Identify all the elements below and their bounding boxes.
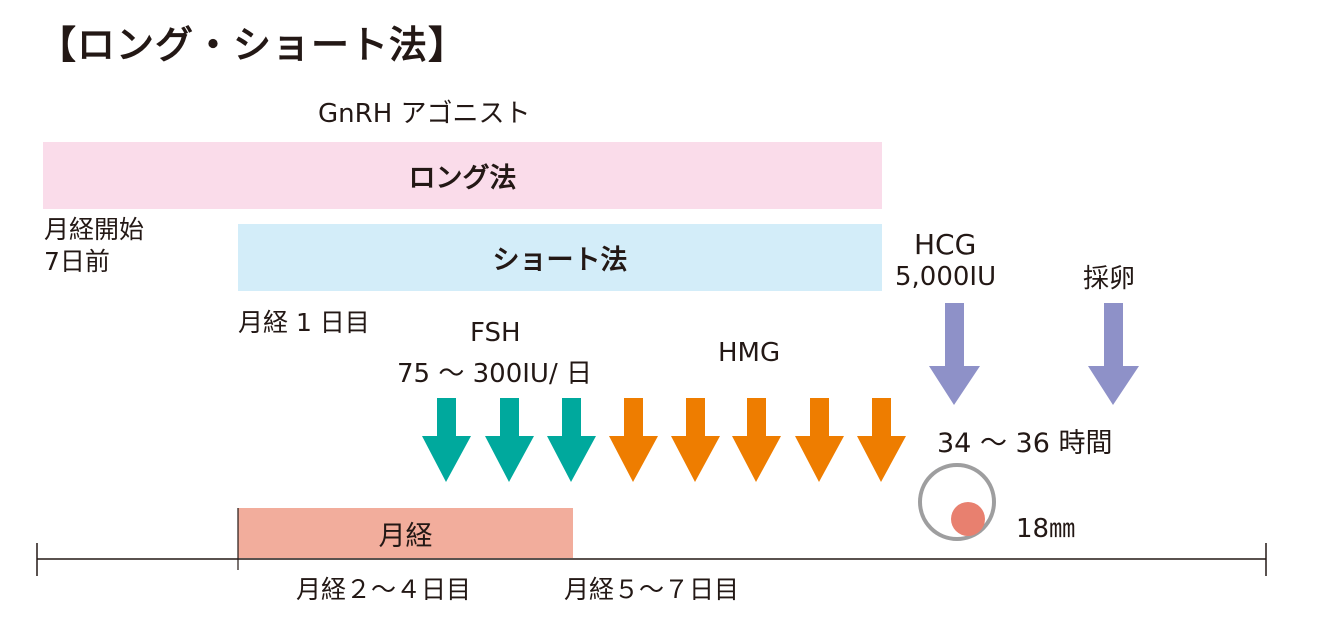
- hmg-arrow-2: [671, 398, 720, 482]
- hmg-arrow-4: [795, 398, 844, 482]
- hmg-arrow-5: [857, 398, 906, 482]
- hours-label: 34 ～ 36 時間: [937, 428, 1113, 459]
- long-method-bar: ロング法: [43, 142, 882, 209]
- mens-start-label: 月経開始 7日前: [44, 215, 145, 276]
- short-method-label: ショート法: [492, 245, 628, 276]
- long-method-label: ロング法: [408, 163, 517, 194]
- hcg-arrow: [929, 303, 980, 405]
- agonist-label: GnRH アゴニスト: [318, 99, 531, 129]
- hcg-name-label: HCG: [914, 228, 977, 261]
- hmg-label: HMG: [718, 338, 781, 368]
- fsh-dose-label: 75 ～ 300IU/ 日: [397, 359, 592, 389]
- fsh-arrow-2: [485, 398, 534, 482]
- page-title: 【ロング・ショート法】: [38, 23, 468, 67]
- hcg-dose-label: 5,000IU: [895, 262, 997, 292]
- fsh-name-label: FSH: [470, 318, 521, 348]
- hmg-arrow-1: [609, 398, 658, 482]
- mens-day1-label: 月経 1 日目: [238, 308, 370, 337]
- follicle-size-label: 18㎜: [1016, 514, 1076, 544]
- fsh-arrow-1: [422, 398, 471, 482]
- egg-retrieval-label: 採卵: [1083, 264, 1136, 294]
- fsh-arrow-3: [547, 398, 596, 482]
- follicle-dot: [951, 502, 985, 536]
- short-method-bar: ショート法: [238, 224, 882, 291]
- egg-retrieval-arrow: [1088, 303, 1139, 405]
- menstruation-bar: 月経: [238, 508, 573, 558]
- mens-days-2-4-label: 月経２～４日目: [296, 575, 472, 604]
- menstruation-label: 月経: [378, 520, 433, 552]
- mens-days-5-7-label: 月経５～７日目: [564, 575, 740, 604]
- hmg-arrow-3: [732, 398, 781, 482]
- follicle-ring: [918, 463, 996, 541]
